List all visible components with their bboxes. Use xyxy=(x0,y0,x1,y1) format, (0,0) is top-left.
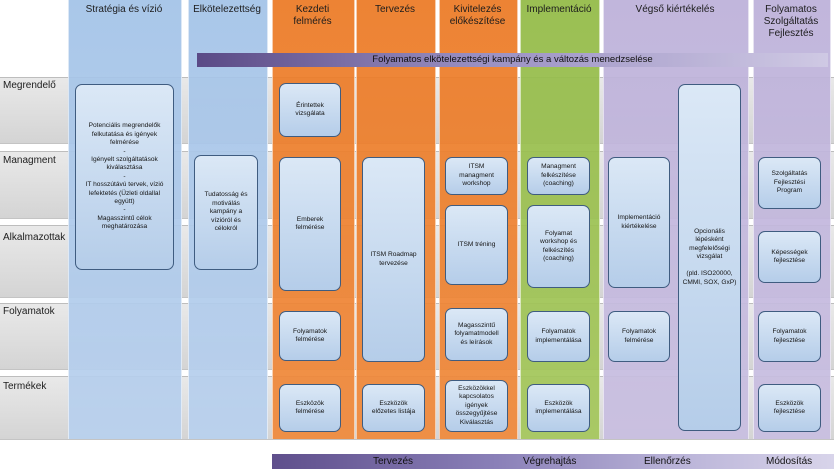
row-label-megrendelo: Megrendelő xyxy=(3,80,56,91)
pdca-label-plan: Tervezés xyxy=(373,456,414,467)
box-eval-processes: Folyamatok felmérése xyxy=(608,311,670,362)
box-planning-roadmap: ITSM Roadmap tervezése xyxy=(362,157,425,362)
column-title-planning: Tervezés xyxy=(374,4,415,15)
engagement-banner: Folyamatos elkötelezettségi kampány és a… xyxy=(197,53,828,67)
pdca-label-check: Ellenőrzés xyxy=(644,456,691,467)
row-label-folyamatok: Folyamatok xyxy=(3,306,55,317)
box-cont-skills: Képességek fejlesztése xyxy=(758,231,821,283)
box-commitment: Tudatosság és motiválás kampány a víziór… xyxy=(194,155,258,270)
box-survey-processes: Folyamatok felmérése xyxy=(279,311,341,361)
column-title-evaluation: Végső kiértékelés xyxy=(635,4,715,15)
box-strategy: Potenciális megrendelők felkutatása és i… xyxy=(75,84,174,270)
column-continuous xyxy=(753,0,831,439)
column-title-implementation: Implementáció xyxy=(526,4,592,15)
column-title-survey: Kezdeti felmérés xyxy=(293,4,332,27)
box-prep-workshop: ITSM managment workshop xyxy=(445,157,508,195)
box-cont-processes: Folyamatok fejlesztése xyxy=(758,311,821,362)
column-title-commitment: Elkötelezettség xyxy=(193,4,261,15)
pdca-label-do: Végrehajtás xyxy=(523,456,577,467)
box-survey-stakeholders: Érintettek vizsgálata xyxy=(279,83,341,137)
box-impl-workshop: Folyamat workshop és felkészítés (coachi… xyxy=(527,205,590,288)
box-survey-tools: Eszközök felmérése xyxy=(279,384,341,432)
row-label-alkalmazottak: Alkalmazottak xyxy=(3,232,66,243)
box-impl-tools: Eszközök implementálása xyxy=(527,384,590,432)
row-label-managment: Managment xyxy=(3,155,56,166)
pdca-bar xyxy=(272,454,834,469)
column-title-strategy: Stratégia és vízió xyxy=(85,4,163,15)
box-planning-tools: Eszközök előzetes listája xyxy=(362,384,425,432)
box-survey-people: Emberek felmérése xyxy=(279,157,341,291)
box-cont-program: Szolgáltatás Fejlesztési Program xyxy=(758,157,821,209)
box-impl-processes: Folyamatok implementálása xyxy=(527,311,590,362)
box-impl-coaching: Managment felkészítése (coaching) xyxy=(527,157,590,195)
box-prep-training: ITSM tréning xyxy=(445,205,508,285)
box-prep-tools: Eszközökkel kapcsolatos igények összegyű… xyxy=(445,380,508,432)
box-eval-optional: Opcionális lépésként megfelelőségi vizsg… xyxy=(678,84,741,431)
pdca-label-act: Módosítás xyxy=(766,456,813,467)
box-cont-tools: Eszközök fejlesztése xyxy=(758,384,821,432)
row-label-termekek: Termékek xyxy=(3,381,47,392)
box-eval-implementation: Implementáció kiértékelése xyxy=(608,157,670,288)
column-title-prep: Kivitelezés előkészítése xyxy=(449,4,506,27)
column-title-continuous: Folyamatos Szolgáltatás Fejlesztés xyxy=(763,4,819,39)
box-prep-models: Magasszintű folyamatmodell és leírások xyxy=(445,308,508,361)
